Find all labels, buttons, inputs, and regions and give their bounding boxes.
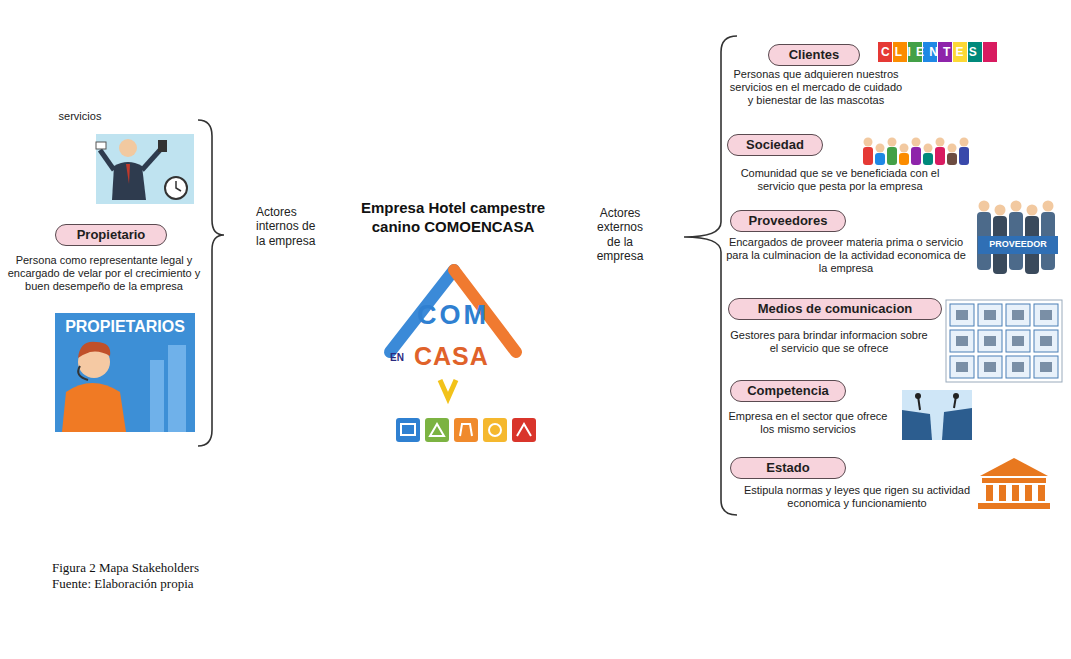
picture-text: PROPIETARIOS [55, 318, 195, 336]
source-note: Fuente: Elaboración propia [52, 576, 352, 592]
group-label: Actores externos de la empresa [590, 206, 650, 264]
stakeholder-node: ProveedoresEncargados de proveer materia… [721, 210, 971, 275]
stakeholder-description: Persona como representante legal y encar… [4, 254, 204, 293]
stakeholder-node: ClientesPersonas que adquieren nuestros … [728, 44, 904, 107]
stakeholder-pill: Propietario [55, 224, 167, 246]
stakeholder-node: CompetenciaEmpresa en el sector que ofre… [722, 380, 894, 436]
cut-label: servicios [40, 110, 120, 122]
stakeholder-node: SociedadComunidad que se ve beneficiada … [727, 134, 953, 193]
competition-illustration [902, 390, 972, 440]
businessman-illustration [96, 134, 194, 204]
picture-text: PROVEEDOR [978, 239, 1058, 249]
stakeholder-pill: Proveedores [730, 210, 846, 232]
stakeholder-node: EstadoEstipula normas y leyes que rigen … [736, 457, 978, 510]
logo-letters: CASA [414, 342, 518, 371]
picture-text: CLIENTES [878, 45, 1001, 59]
stakeholder-pill: Competencia [730, 380, 846, 402]
stakeholder-pill: Medios de comunicacion [728, 298, 942, 320]
stakeholder-pill: Estado [730, 457, 846, 479]
stakeholder-description: Encargados de proveer materia prima o se… [721, 236, 971, 275]
stakeholder-description: Empresa en el sector que ofrece los mism… [722, 410, 894, 436]
stakeholder-node: Medios de comunicacionGestores para brin… [726, 298, 932, 355]
stakeholder-description: Estipula normas y leyes que rigen su act… [736, 484, 978, 510]
supplier-illustration [977, 201, 1058, 275]
logo-letters: COM [398, 300, 508, 331]
right-brace [684, 36, 737, 515]
society-illustration [863, 138, 969, 166]
figure-caption: Figura 2 Mapa Stakeholders [52, 560, 452, 576]
state-illustration [978, 458, 1050, 509]
stakeholder-description: Personas que adquieren nuestros servicio… [728, 68, 904, 107]
left-brace [198, 120, 224, 446]
owner-illustration [55, 313, 195, 432]
company-title: Empresa Hotel campestre canino COMOENCAS… [340, 199, 566, 237]
company-logo [390, 270, 536, 442]
stakeholder-pill: Clientes [768, 44, 860, 66]
group-label: Actores internos de la empresa [256, 205, 320, 248]
media-illustration [946, 300, 1062, 382]
stakeholder-pill: Sociedad [727, 134, 823, 156]
stakeholder-description: Comunidad que se ve beneficiada con el s… [727, 167, 953, 193]
stakeholder-description: Gestores para brindar informacion sobre … [726, 329, 932, 355]
stakeholder-node: PropietarioPersona como representante le… [4, 224, 204, 293]
